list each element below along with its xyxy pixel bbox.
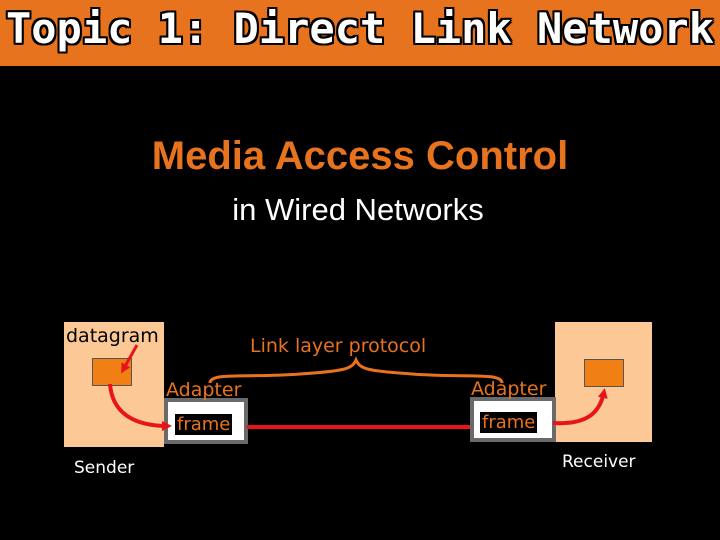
receiver-datagram-box <box>584 359 624 387</box>
sender-flow-arrow <box>108 383 172 431</box>
datagram-label: datagram <box>66 325 159 347</box>
protocol-label: Link layer protocol <box>250 335 427 357</box>
sender-label: Sender <box>74 458 135 478</box>
receiver-label: Receiver <box>562 452 636 472</box>
protocol-brace <box>208 356 504 384</box>
receiver-flow-arrow <box>552 388 608 426</box>
slide-title: Media Access Control <box>151 134 569 178</box>
sender-adapter-label: Adapter <box>166 379 242 401</box>
receiver-adapter-label: Adapter <box>471 378 547 400</box>
slide-subtitle: in Wired Networks <box>232 192 484 227</box>
datagram-pointer <box>121 344 139 374</box>
topic-title: Topic 1: Direct Link Network <box>5 4 714 53</box>
sender-frame-label: frame <box>175 414 233 435</box>
receiver-frame-label: frame <box>480 412 538 433</box>
title-banner <box>0 0 720 66</box>
